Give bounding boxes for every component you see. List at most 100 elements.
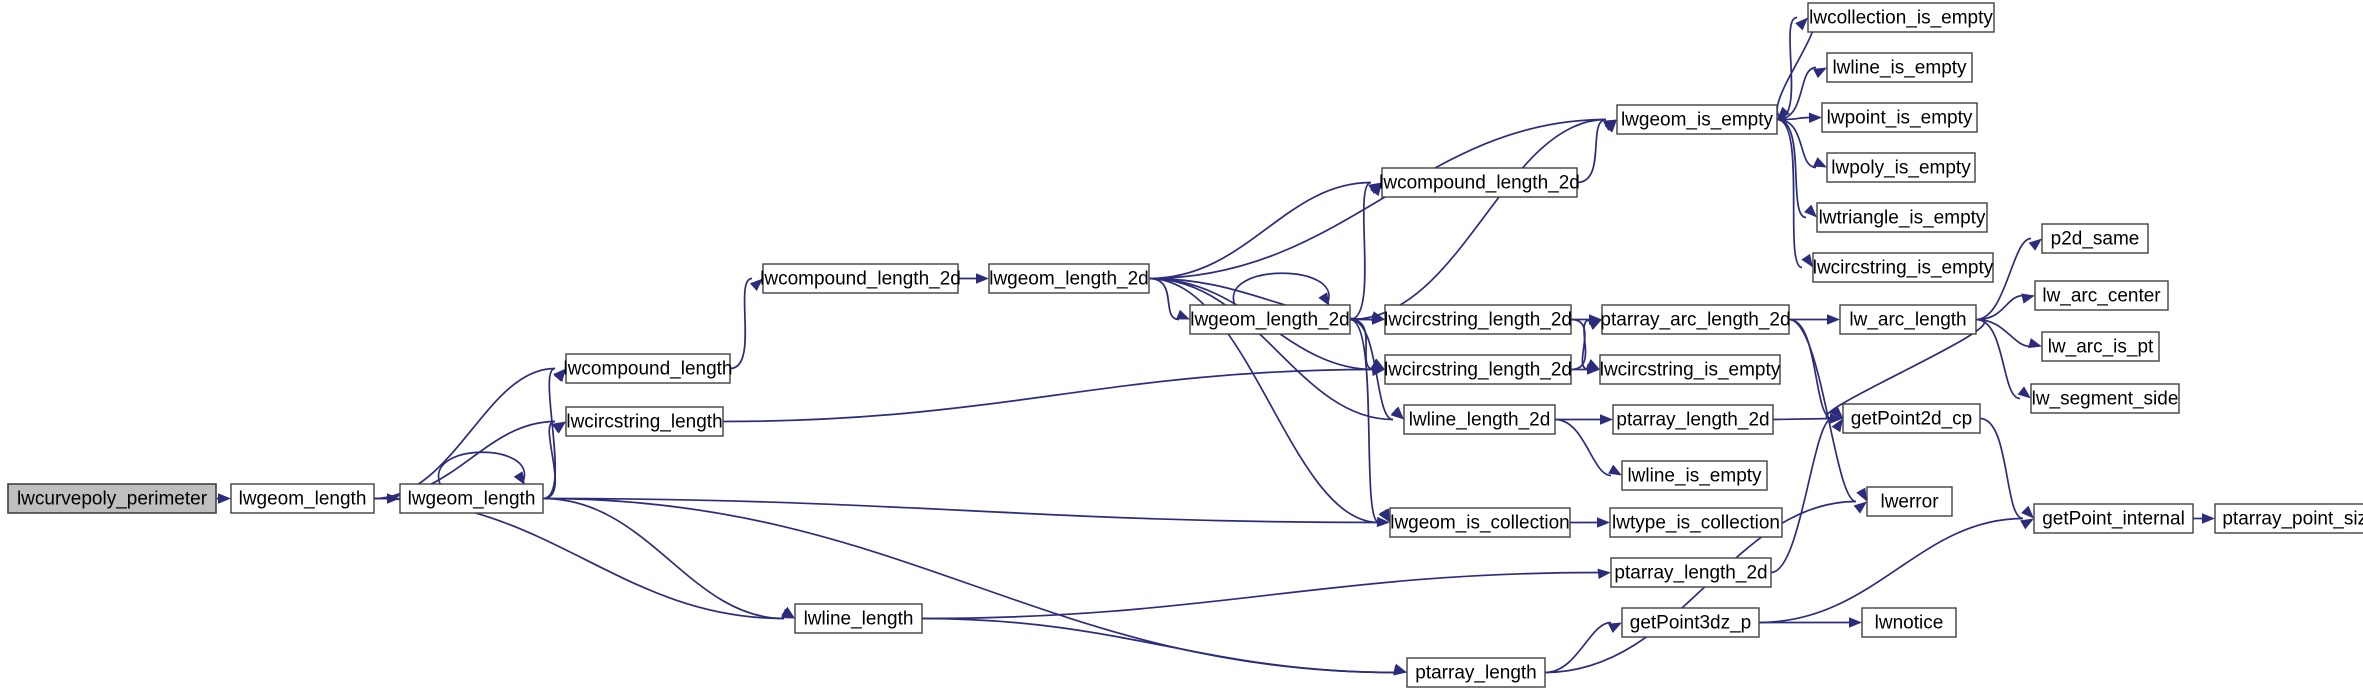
edge-ptarray-length-2d-to-getpoint2d-cp (1772, 413, 1843, 424)
node-box (988, 263, 1150, 294)
node-lwpoint-is-empty[interactable]: lwpoint_is_empty (1821, 102, 1978, 133)
node-label: lwcompound_length (563, 359, 732, 380)
node-label: lw_arc_length (1849, 310, 1966, 331)
edge-lwgeom-is-empty-to-lwpoly-is-empty (1776, 118, 1827, 169)
edge-lwgeom-is-empty-to-lwcollection-is-empty (1776, 16, 1808, 121)
node-label: lwcompound_length_2d (760, 269, 961, 290)
edge-lwline-length-to-ptarray-length (921, 617, 1407, 676)
edge-lwgeom-length-2d-to-lwcompound-length-2d (1148, 181, 1382, 280)
edge-lwgeom-length-2d-to-lwcircstring-length-2d (1349, 318, 1385, 371)
node-label: lwgeom_length (239, 489, 367, 510)
edge-ptarray-arc-length-2d-to-lw-arc-length (1789, 314, 1840, 325)
node-ptarray-length[interactable]: ptarray_length (1406, 657, 1546, 688)
edge-getpoint-internal-to-ptarray-point-size (2193, 513, 2215, 524)
node-lwcollection-is-empty[interactable]: lwcollection_is_empty (1807, 2, 1995, 33)
node-box (1609, 507, 1783, 538)
node-box (1621, 460, 1768, 491)
node-label: ptarray_length_2d (1616, 410, 1769, 431)
node-box (1621, 607, 1760, 638)
edge-lwcircstring-length-to-lwcircstring-length-2d (722, 365, 1385, 423)
node-box (1389, 507, 1571, 538)
node-label: lwgeom_length_2d (1190, 310, 1350, 331)
node-box (1866, 486, 1953, 517)
node-box (1384, 354, 1572, 385)
node-lwgeom-length-2d[interactable]: lwgeom_length_2d (988, 263, 1150, 294)
edge-ptarray-length-to-getpoint3dz-p (1544, 621, 1622, 674)
edge-lwcompound-length-to-lwcompound-length-2d (729, 277, 763, 370)
node-lwerror[interactable]: lwerror (1866, 486, 1953, 517)
node-lwcurvepoly-perimeter[interactable]: lwcurvepoly_perimeter (7, 483, 217, 514)
node-getpoint3dz-p[interactable]: getPoint3dz_p (1621, 607, 1760, 638)
node-lwnotice[interactable]: lwnotice (1861, 607, 1957, 638)
edge-lwgeom-length-2d-to-lwline-length-2d (1349, 318, 1404, 421)
node-label: lw_segment_side (2032, 389, 2179, 410)
node-ptarray-length-2d[interactable]: ptarray_length_2d (1612, 404, 1774, 435)
node-lw-segment-side[interactable]: lw_segment_side (2030, 383, 2180, 414)
edge-lwcurvepoly-perimeter-to-lwgeom-length (216, 493, 231, 504)
node-box (2033, 503, 2194, 534)
node-box (1821, 102, 1978, 133)
node-lwgeom-is-empty[interactable]: lwgeom_is_empty (1616, 104, 1778, 135)
edge-getpoint3dz-p-to-getpoint-internal (1758, 517, 2034, 624)
edge-lwcollection-is-empty-to-lwgeom-is-empty (1776, 16, 1815, 121)
node-lw-arc-is-pt[interactable]: lw_arc_is_pt (2041, 331, 2160, 362)
node-box (1406, 657, 1546, 688)
node-lwcompound-length[interactable]: lwcompound_length (563, 353, 733, 384)
node-getpoint-internal[interactable]: getPoint_internal (2033, 503, 2194, 534)
node-lwgeom-length-2d[interactable]: lwgeom_length_2d (1189, 304, 1351, 335)
node-lwcompound-length-2d[interactable]: lwcompound_length_2d (1379, 167, 1580, 198)
edge-lw-arc-length-to-lw-segment-side (1975, 318, 2031, 400)
node-box (399, 483, 544, 514)
node-label: lwtype_is_collection (1612, 513, 1780, 534)
node-box (1826, 152, 1976, 183)
edge-lwcompound-length-2d-to-lwgeom-length-2d (958, 273, 989, 284)
edge-lwgeom-length-2d-to-lwgeom-is-collection (1349, 318, 1390, 524)
edge-lwgeom-length-to-lwline-length (542, 497, 795, 620)
node-lwline-length[interactable]: lwline_length (794, 603, 923, 634)
node-label: lwpoly_is_empty (1831, 158, 1971, 179)
node-box (1384, 304, 1572, 335)
edge-lwgeom-is-collection-to-lwtype-is-collection (1570, 517, 1610, 528)
node-lwline-is-empty[interactable]: lwline_is_empty (1621, 460, 1768, 491)
node-lwcircstring-is-empty[interactable]: lwcircstring_is_empty (1812, 252, 1994, 283)
node-label: lwnotice (1875, 613, 1944, 634)
edge-lw-arc-length-to-lw-arc-center (1975, 293, 2035, 321)
node-box (1861, 607, 1957, 638)
edge-ptarray-arc-length-2d-to-lwerror (1788, 318, 1867, 503)
node-lw-arc-center[interactable]: lw_arc_center (2034, 280, 2169, 311)
node-box (1826, 52, 1973, 83)
node-lwcircstring-length-2d[interactable]: lwcircstring_length_2d (1384, 304, 1572, 335)
node-ptarray-length-2d[interactable]: ptarray_length_2d (1610, 557, 1772, 588)
node-box (2041, 223, 2149, 254)
node-lwcircstring-length-2d[interactable]: lwcircstring_length_2d (1384, 354, 1572, 385)
node-lwcircstring-length[interactable]: lwcircstring_length (565, 406, 724, 437)
edge-lwgeom-length-to-lwgeom-is-collection (542, 497, 1390, 528)
node-getpoint2d-cp[interactable]: getPoint2d_cp (1842, 403, 1981, 434)
node-lwtype-is-collection[interactable]: lwtype_is_collection (1609, 507, 1783, 538)
node-p2d-same[interactable]: p2d_same (2041, 223, 2149, 254)
node-lwpoly-is-empty[interactable]: lwpoly_is_empty (1826, 152, 1976, 183)
node-lwline-length-2d[interactable]: lwline_length_2d (1403, 404, 1556, 435)
node-box (1403, 404, 1556, 435)
node-label: lwtriangle_is_empty (1819, 208, 1986, 229)
edge-lwgeom-is-empty-to-lwtriangle-is-empty (1776, 118, 1817, 219)
node-label: lwline_is_empty (1832, 58, 1967, 79)
node-lwgeom-length[interactable]: lwgeom_length (230, 483, 375, 514)
node-lwgeom-length[interactable]: lwgeom_length (399, 483, 544, 514)
node-lw-arc-length[interactable]: lw_arc_length (1839, 304, 1977, 335)
edge-lwgeom-length-to-lwline-length (373, 497, 795, 620)
edge-layer (216, 16, 2215, 676)
node-label: ptarray_length (1415, 663, 1536, 684)
node-lwcircstring-is-empty[interactable]: lwcircstring_is_empty (1599, 354, 1781, 385)
node-lwgeom-is-collection[interactable]: lwgeom_is_collection (1389, 507, 1571, 538)
node-lwcompound-length-2d[interactable]: lwcompound_length_2d (760, 263, 961, 294)
node-box (762, 263, 959, 294)
node-ptarray-point-size[interactable]: ptarray_point_size (2214, 503, 2363, 534)
node-label: lwcompound_length_2d (1379, 173, 1580, 194)
node-lwline-is-empty[interactable]: lwline_is_empty (1826, 52, 1973, 83)
node-lwtriangle-is-empty[interactable]: lwtriangle_is_empty (1816, 202, 1988, 233)
node-ptarray-arc-length-2d[interactable]: ptarray_arc_length_2d (1600, 304, 1791, 335)
node-box (7, 483, 217, 514)
node-label: lwcircstring_is_empty (1600, 360, 1781, 381)
